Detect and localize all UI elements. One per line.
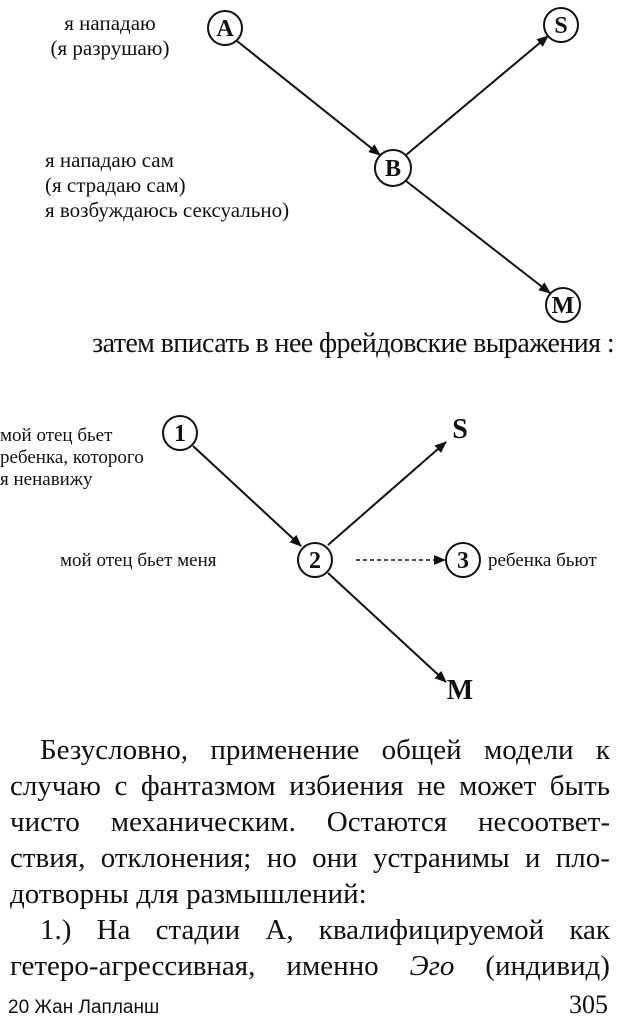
svg-text:я нападаю сам: я нападаю сам: [45, 148, 174, 172]
arrow-2-s: [327, 441, 447, 546]
svg-text:2: 2: [309, 548, 321, 574]
node-1: 1: [162, 415, 198, 451]
svg-text:мой отец бьет: мой отец бьет: [0, 425, 113, 446]
svg-text:3: 3: [457, 548, 469, 574]
node-b: B: [374, 149, 412, 187]
diagram-freudian-expressions: мой отец бьет ребенка, которого я ненави…: [0, 414, 597, 706]
svg-text:(я страдаю сам): (я страдаю сам): [45, 173, 186, 197]
label-3: ребенка бьют: [488, 550, 597, 571]
node-m: M: [545, 287, 581, 323]
text-line: дотворны для размышлений:: [10, 878, 367, 910]
label-a: я нападаю (я разрушаю): [51, 11, 170, 60]
arrow-a-b: [236, 40, 381, 156]
svg-text:B: B: [385, 156, 401, 182]
svg-text:я возбуждаюсь сексуально): я возбуждаюсь сексуально): [45, 198, 289, 222]
svg-text:я ненавижу: я ненавижу: [0, 469, 93, 490]
arrow-b-s: [405, 35, 549, 156]
label-2: мой отец бьет меня: [60, 550, 217, 571]
svg-text:ребенка, которого: ребенка, которого: [0, 447, 144, 468]
arrow-2-m: [327, 572, 447, 683]
label-s: S: [452, 414, 468, 445]
running-head: 20 Жан Лапланш: [8, 997, 160, 1018]
node-s: S: [543, 7, 579, 43]
node-2: 2: [297, 542, 333, 578]
svg-text:я нападаю: я нападаю: [64, 11, 155, 35]
diagram-fantasy-model: я нападаю (я разрушаю) я нападаю сам (я …: [45, 7, 581, 323]
arrow-1-2: [192, 445, 302, 547]
label-1: мой отец бьет ребенка, которого я ненави…: [0, 425, 144, 490]
node-3: 3: [445, 542, 481, 578]
node-a: A: [207, 10, 243, 46]
caption-text: затем вписать в нее фрейдовские выражени…: [92, 328, 614, 359]
page-footer: 20 Жан Лапланш 305: [8, 990, 608, 1020]
svg-text:S: S: [554, 13, 567, 39]
italic-term: Эго: [409, 950, 455, 982]
svg-text:(я разрушаю): (я разрушаю): [51, 36, 170, 60]
label-b: я нападаю сам (я страдаю сам) я возбужда…: [45, 148, 289, 222]
label-m: M: [447, 675, 473, 706]
arrow-b-m: [405, 180, 551, 294]
svg-text:1: 1: [174, 421, 186, 447]
svg-text:M: M: [552, 293, 575, 319]
svg-text:A: A: [216, 16, 234, 42]
page-number: 305: [569, 990, 608, 1019]
